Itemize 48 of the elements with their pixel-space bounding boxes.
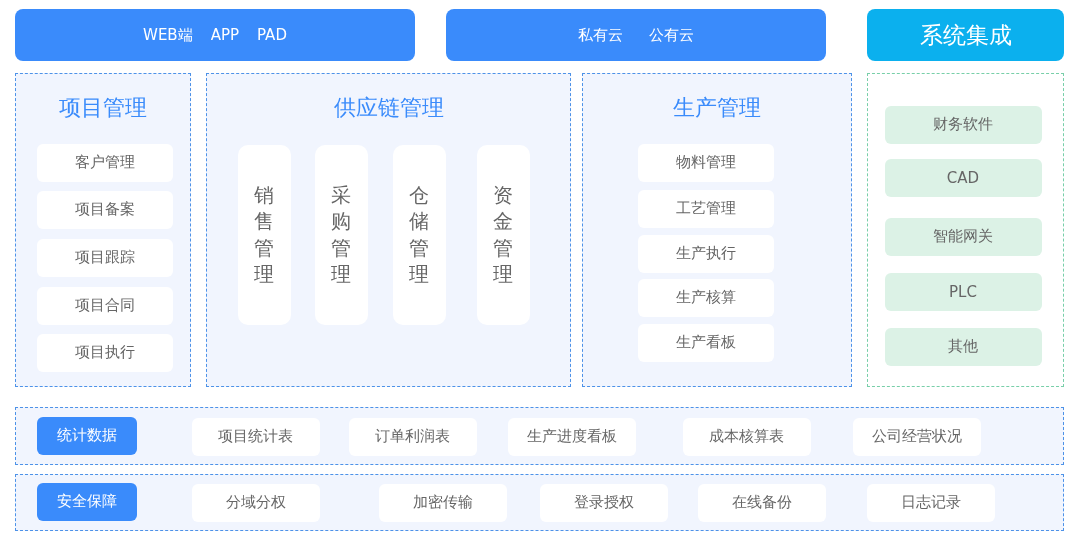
- integration-tile: 其他: [884, 327, 1042, 366]
- row-panel: [15, 407, 1064, 465]
- banner-label: 公有云: [649, 25, 694, 45]
- feature-tile: 生产执行: [637, 234, 774, 273]
- header-bar: 系统集成: [867, 9, 1064, 61]
- feature-pill: 资金管理: [476, 144, 530, 325]
- feature-tile: 项目执行: [36, 333, 173, 372]
- feature-tile: 分域分权: [191, 483, 320, 522]
- integration-tile: 智能网关: [884, 217, 1042, 256]
- feature-tile: 订单利润表: [348, 417, 477, 456]
- feature-tile: 在线备份: [697, 483, 826, 522]
- feature-tile: 物料管理: [637, 143, 774, 182]
- module-panel: [867, 73, 1064, 387]
- category-tag: 统计数据: [36, 416, 137, 455]
- panel-title: 生产管理: [673, 94, 761, 122]
- feature-tile: 生产核算: [637, 278, 774, 317]
- row-panel: [15, 474, 1064, 531]
- module-panel: [15, 73, 191, 387]
- feature-tile: 成本核算表: [682, 417, 811, 456]
- feature-tile: 公司经营状况: [852, 417, 981, 456]
- banner-label: WEB端: [143, 25, 193, 45]
- integration-tile: 财务软件: [884, 105, 1042, 144]
- banner-label: 私有云: [578, 25, 623, 45]
- panel-title: 项目管理: [59, 94, 147, 122]
- banner-bar: [15, 9, 415, 61]
- feature-tile: 生产看板: [637, 323, 774, 362]
- feature-tile: 客户管理: [36, 143, 173, 182]
- integration-tile: CAD: [884, 158, 1042, 197]
- banner-label: APP: [210, 26, 240, 44]
- category-tag: 安全保障: [36, 482, 137, 521]
- banner-label: PAD: [257, 26, 287, 44]
- feature-tile: 项目合同: [36, 286, 173, 325]
- feature-tile: 加密传输: [378, 483, 507, 522]
- feature-tile: 项目跟踪: [36, 238, 173, 277]
- feature-pill: 仓储管理: [392, 144, 446, 325]
- feature-tile: 项目备案: [36, 190, 173, 229]
- module-panel: [582, 73, 852, 387]
- feature-pill: 采购管理: [314, 144, 368, 325]
- panel-title: 供应链管理: [333, 94, 444, 122]
- module-panel: [206, 73, 571, 387]
- feature-tile: 项目统计表: [191, 417, 320, 456]
- feature-tile: 生产进度看板: [507, 417, 636, 456]
- integration-tile: PLC: [884, 272, 1042, 311]
- feature-tile: 登录授权: [539, 483, 668, 522]
- feature-tile: 日志记录: [866, 483, 995, 522]
- feature-tile: 工艺管理: [637, 189, 774, 228]
- feature-pill: 销售管理: [237, 144, 291, 325]
- banner-bar: [446, 9, 826, 61]
